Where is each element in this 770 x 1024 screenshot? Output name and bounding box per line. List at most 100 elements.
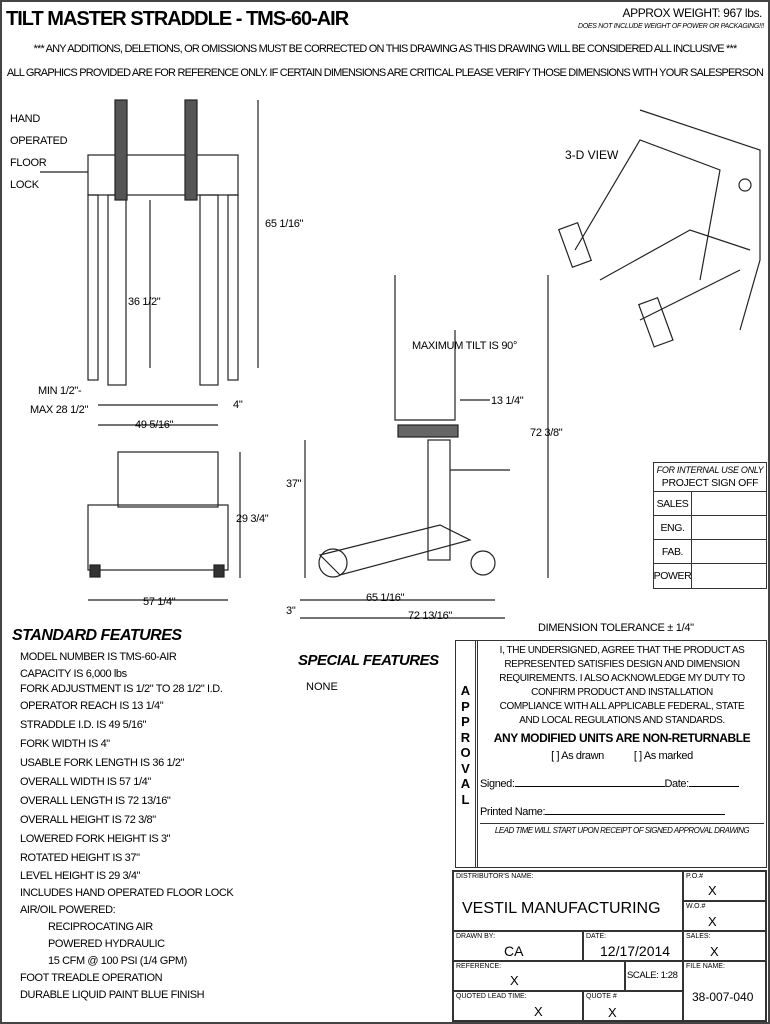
approval-side-label: APPROVAL <box>456 641 478 867</box>
approval-text-line: REQUIREMENTS. I ALSO ACKNOWLEDGE MY DUTY… <box>499 673 745 684</box>
printed-name-field[interactable] <box>545 814 726 815</box>
signoff-row: ENG. <box>654 516 766 540</box>
signature-field[interactable] <box>514 786 665 787</box>
technical-drawing <box>40 99 761 619</box>
dim-overall-width: 57 1/4" <box>143 596 176 608</box>
date-field[interactable] <box>688 786 739 787</box>
dim-min: MIN 1/2"- <box>38 385 82 397</box>
feature-item: STRADDLE I.D. IS 49 5/16" <box>20 719 146 731</box>
page-title: TILT MASTER STRADDLE - TMS-60-AIR <box>6 8 349 30</box>
scale-value: SCALE: 1:28 <box>627 970 678 981</box>
dim-lowered: 3" <box>286 605 296 617</box>
drawn-by-value: CA <box>504 943 524 959</box>
weight-note: DOES NOT INCLUDE WEIGHT OF POWER OR PACK… <box>577 23 764 30</box>
feature-item: ROTATED HEIGHT IS 37" <box>20 852 140 864</box>
file-cell: FILE NAME: 38-007-040 <box>683 961 766 1021</box>
lead-time-note: LEAD TIME WILL START UPON RECEIPT OF SIG… <box>480 823 764 838</box>
feature-item: FORK WIDTH IS 4" <box>20 738 110 750</box>
approval-text-line: I, THE UNDERSIGNED, AGREE THAT THE PRODU… <box>499 645 745 656</box>
3d-view <box>557 109 761 348</box>
feature-item: OVERALL WIDTH IS 57 1/4" <box>20 776 151 788</box>
sales-value: X <box>710 944 719 959</box>
quote-label: QUOTE # <box>586 993 617 1000</box>
approx-weight: APPROX WEIGHT: 967 lbs. <box>622 6 762 20</box>
project-signoff-table: FOR INTERNAL USE ONLY PROJECT SIGN OFF S… <box>653 462 767 589</box>
reference-notice: ALL GRAPHICS PROVIDED ARE FOR REFERENCE … <box>6 67 764 79</box>
approval-body: I, THE UNDERSIGNED, AGREE THAT THE PRODU… <box>480 644 764 838</box>
scale-cell: SCALE: 1:28 <box>625 961 683 991</box>
as-marked-checkbox[interactable]: [ ] As marked <box>633 750 693 762</box>
feature-subitem: RECIPROCATING AIR <box>48 921 153 933</box>
feature-subitem: POWERED HYDRAULIC <box>48 938 165 950</box>
signed-label: Signed: <box>480 778 515 790</box>
approval-box: APPROVAL I, THE UNDERSIGNED, AGREE THAT … <box>455 640 767 868</box>
dim-fork-width: 4" <box>233 399 243 411</box>
label-line: HAND <box>10 113 40 125</box>
dim-base-length: 65 1/16" <box>366 592 405 604</box>
feature-item: OPERATOR REACH IS 13 1/4" <box>20 700 164 712</box>
signoff-row: POWER <box>654 564 766 588</box>
signoff-header-title: PROJECT SIGN OFF <box>661 477 759 489</box>
level-view <box>87 451 241 601</box>
sales-label: SALES: <box>686 933 711 940</box>
approval-text-line: CONFIRM PRODUCT AND INSTALLATION <box>531 687 713 698</box>
inclusive-notice: *** ANY ADDITIONS, DELETIONS, OR OMISSIO… <box>33 43 737 55</box>
file-label: FILE NAME: <box>686 963 725 970</box>
non-returnable-warning: ANY MODIFIED UNITS ARE NON-RETURNABLE <box>493 731 751 745</box>
signoff-row: SALES <box>654 492 766 516</box>
wo-cell: W.O.#X <box>683 901 766 931</box>
side-view <box>300 275 549 619</box>
lead-time-value: X <box>534 1004 543 1019</box>
date-cell: DATE:12/17/2014 <box>583 931 683 961</box>
signoff-field[interactable] <box>692 540 766 563</box>
drawn-by-label: DRAWN BY: <box>456 933 496 940</box>
drawn-by-cell: DRAWN BY: CA <box>453 931 583 961</box>
standard-features-heading: STANDARD FEATURES <box>12 627 182 644</box>
signoff-field[interactable] <box>692 564 766 588</box>
special-features-heading: SPECIAL FEATURES <box>298 652 439 669</box>
lead-time-label: QUOTED LEAD TIME: <box>456 993 527 1000</box>
dim-straddle: 49 5/16" <box>135 419 174 431</box>
view-3d-label: 3-D VIEW <box>565 148 619 162</box>
approval-text-line: AND LOCAL REGULATIONS AND STANDARDS. <box>519 715 725 726</box>
feature-item: CAPACITY IS 6,000 lbs <box>20 668 127 680</box>
po-label: P.O.# <box>686 873 703 880</box>
date-label: DATE: <box>586 933 607 940</box>
feature-item: FOOT TREADLE OPERATION <box>20 972 163 984</box>
feature-item: OVERALL LENGTH IS 72 13/16" <box>20 795 171 807</box>
feature-item: MODEL NUMBER IS TMS-60-AIR <box>20 651 177 663</box>
dim-overall-length: 72 13/16" <box>408 610 453 622</box>
label-line: LOCK <box>10 179 39 191</box>
as-drawn-checkbox[interactable]: [ ] As drawn <box>551 750 604 762</box>
reference-cell: REFERENCE: X <box>453 961 625 991</box>
feature-item: USABLE FORK LENGTH IS 36 1/2" <box>20 757 185 769</box>
dim-fork-length: 36 1/2" <box>128 296 161 308</box>
date-label: Date: <box>664 778 690 790</box>
signoff-label: FAB. <box>654 540 692 563</box>
quote-value: X <box>608 1005 617 1020</box>
signoff-label: SALES <box>654 492 692 515</box>
signoff-label: ENG. <box>654 516 692 539</box>
feature-item: LEVEL HEIGHT IS 29 3/4" <box>20 870 141 882</box>
special-features-value: NONE <box>306 681 338 693</box>
dim-reach: 13 1/4" <box>491 395 524 407</box>
signoff-field[interactable] <box>692 516 766 539</box>
approval-text-line: REPRESENTED SATISFIES DESIGN AND DIMENSI… <box>504 659 740 670</box>
signoff-field[interactable] <box>692 492 766 515</box>
printed-name-label: Printed Name: <box>480 806 546 818</box>
lead-time-cell: QUOTED LEAD TIME: X <box>453 991 583 1021</box>
quote-cell: QUOTE # X <box>583 991 683 1021</box>
reference-label: REFERENCE: <box>456 963 502 970</box>
approval-text-line: COMPLIANCE WITH ALL APPLICABLE FEDERAL, … <box>499 701 745 712</box>
feature-item: OVERALL HEIGHT IS 72 3/8" <box>20 814 156 826</box>
file-value: 38-007-040 <box>692 990 754 1004</box>
reference-value: X <box>510 973 519 988</box>
feature-item: FORK ADJUSTMENT IS 1/2" TO 28 1/2" I.D. <box>20 683 223 695</box>
po-cell: P.O.# X <box>683 871 766 901</box>
dim-max: MAX 28 1/2" <box>30 404 89 416</box>
feature-subitem: 15 CFM @ 100 PSI (1/4 GPM) <box>48 955 187 967</box>
dim-level-height: 29 3/4" <box>236 513 269 525</box>
dim-overall-height: 72 3/8" <box>530 427 563 439</box>
po-value: X <box>708 883 717 898</box>
